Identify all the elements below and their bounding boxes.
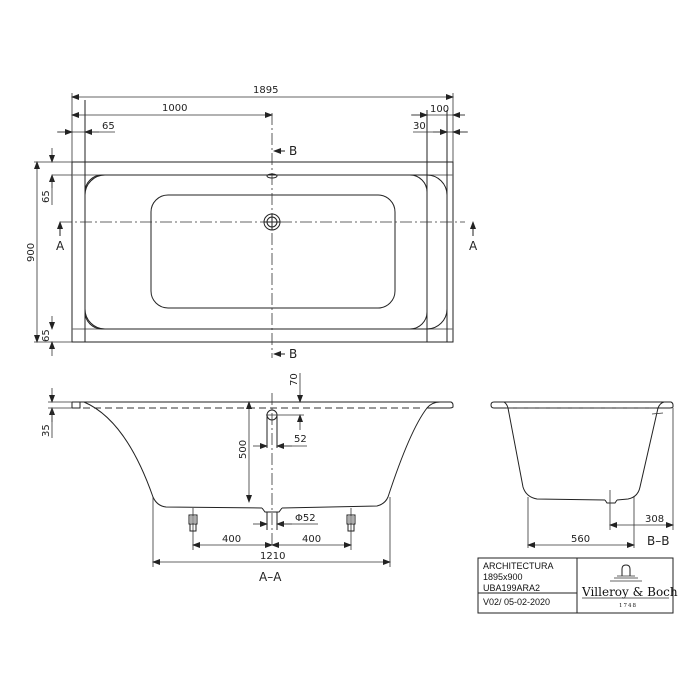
foot-left-icon [188, 508, 198, 550]
dim-width-value: 900 [26, 243, 37, 262]
dim-overall-length-value: 1895 [253, 85, 278, 96]
top-view-tub-outline [84, 174, 428, 330]
product-size: 1895x900 [483, 572, 523, 582]
dim-base-length-value: 1210 [260, 551, 285, 562]
dim-right-rim-inner-value: 30 [413, 121, 426, 132]
foot-right-icon [346, 508, 356, 550]
overflow-icon [266, 173, 278, 179]
dim-drain-diameter-value: Φ52 [295, 513, 316, 524]
section-a-label-right: A [469, 239, 478, 253]
dim-overflow-offset-value: 70 [289, 373, 300, 386]
section-b-b: 560 308 B–B [490, 401, 674, 548]
top-view: B B A A 1895 1000 65 100 30 900 [26, 85, 478, 361]
section-b-tub-profile [503, 401, 665, 501]
dim-top-rim-value: 65 [41, 190, 52, 203]
villeroy-boch-logo-icon [610, 564, 642, 582]
product-name: ARCHITECTURA [483, 561, 554, 571]
dim-overflow-diameter-value: 52 [294, 434, 307, 445]
dim-base-width-value: 560 [571, 534, 590, 545]
dim-to-center-value: 1000 [162, 103, 187, 114]
brand-year: 1748 [619, 603, 637, 609]
section-a-a: 35 70 52 500 Φ52 400 400 1210 A–A [41, 373, 454, 584]
top-view-outer-rim [71, 161, 454, 343]
section-b-label-bottom: B [289, 347, 297, 361]
drawing-version: V02/ 05-02-2020 [483, 597, 550, 607]
dim-foot-left-value: 400 [222, 534, 241, 545]
section-a-title: A–A [259, 570, 282, 584]
dim-left-rim-value: 65 [102, 121, 115, 132]
title-block: ARCHITECTURA 1895x900 UBA199ARA2 V02/ 05… [477, 557, 678, 614]
section-a-label-left: A [56, 239, 65, 253]
product-code: UBA199ARA2 [483, 583, 540, 593]
dim-depth-value: 500 [238, 440, 249, 459]
dim-drain-offset-value: 308 [645, 514, 664, 525]
brand-name: Villeroy & Boch [581, 585, 678, 599]
top-view-basin-floor [150, 194, 396, 309]
dim-right-rim-outer-value: 100 [430, 104, 449, 115]
dim-rim-thickness-value: 35 [41, 424, 52, 437]
top-view-tub-outline-outer [84, 174, 448, 330]
section-b-title: B–B [647, 534, 669, 548]
dim-foot-right-value: 400 [302, 534, 321, 545]
dim-bottom-rim-value: 65 [41, 329, 52, 342]
section-a-tub-profile [83, 401, 441, 509]
section-b-label-top: B [289, 144, 297, 158]
